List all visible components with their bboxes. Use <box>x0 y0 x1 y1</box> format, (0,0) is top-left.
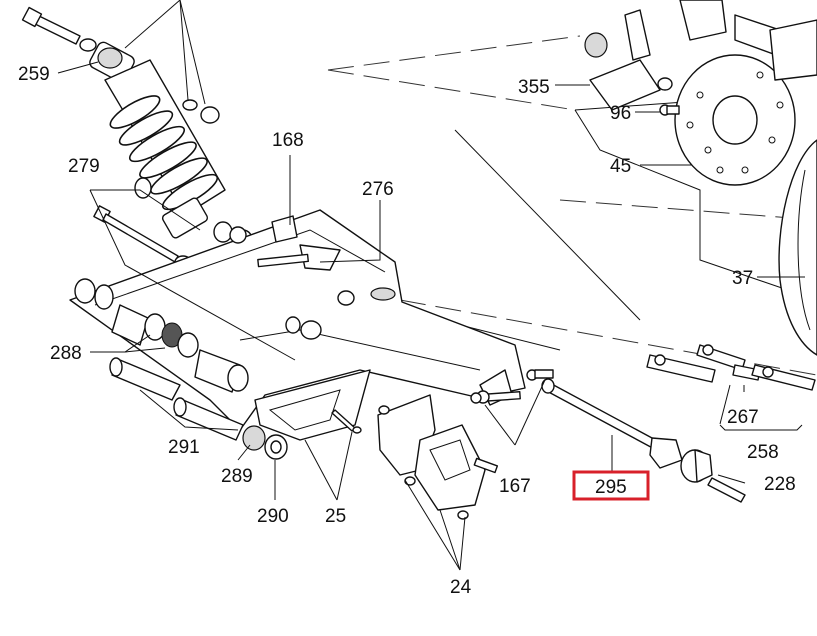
swingarm-body <box>69 209 526 441</box>
drive-chain-links <box>646 344 816 391</box>
callout-259[interactable]: 259 <box>18 64 50 85</box>
callout-167[interactable]: 167 <box>499 476 531 497</box>
swingarm-bolt <box>331 409 362 434</box>
chain-guide <box>377 394 499 520</box>
callout-168[interactable]: 168 <box>272 130 304 151</box>
shock-spring <box>109 95 219 211</box>
callout-291[interactable]: 291 <box>168 437 200 458</box>
callout-96[interactable]: 96 <box>610 103 631 124</box>
selected-part-highlight <box>572 470 650 501</box>
callout-276[interactable]: 276 <box>362 179 394 200</box>
callout-355[interactable]: 355 <box>518 77 550 98</box>
callout-258[interactable]: 258 <box>747 442 779 463</box>
callout-228[interactable]: 228 <box>764 474 796 495</box>
callout-288[interactable]: 288 <box>50 343 82 364</box>
callout-labels: 259 355 96 45 168 279 276 37 288 267 291… <box>18 64 796 598</box>
callout-279[interactable]: 279 <box>68 156 100 177</box>
rear-axle <box>541 378 683 469</box>
leader-lines <box>57 0 805 571</box>
callout-289[interactable]: 289 <box>221 466 253 487</box>
adjuster-bolts <box>470 369 554 404</box>
brake-caliper <box>584 0 817 116</box>
callout-24[interactable]: 24 <box>450 577 472 598</box>
pivot-bushings <box>74 278 288 460</box>
rear-wheel <box>778 139 817 356</box>
callout-295[interactable]: 295 <box>595 477 627 498</box>
callout-267[interactable]: 267 <box>727 407 759 428</box>
axle-spacer <box>680 449 746 503</box>
rear-shock-absorber <box>21 6 254 255</box>
callout-37[interactable]: 37 <box>732 268 753 289</box>
callout-290[interactable]: 290 <box>257 506 289 527</box>
callout-45[interactable]: 45 <box>610 156 631 177</box>
callout-25[interactable]: 25 <box>325 506 346 527</box>
brake-disc <box>674 54 796 186</box>
